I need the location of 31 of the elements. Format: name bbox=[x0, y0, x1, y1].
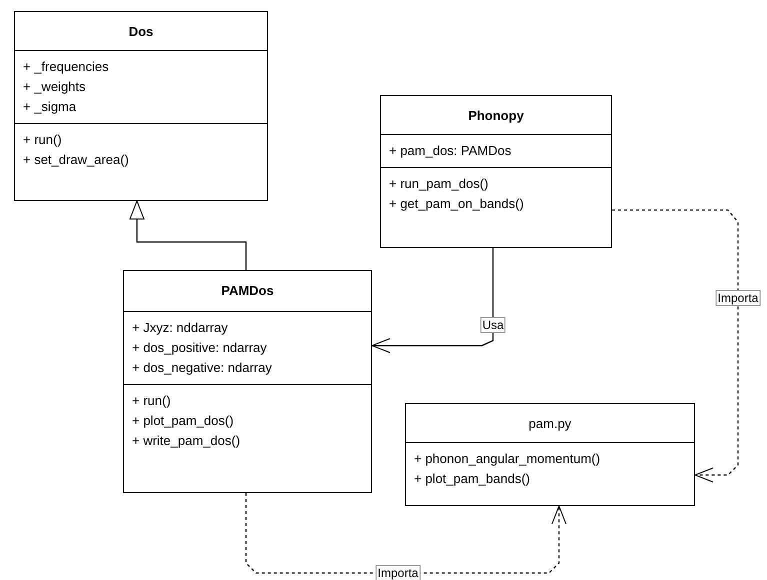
method-text: + run() bbox=[23, 131, 63, 149]
edge-label: Importa bbox=[376, 565, 420, 580]
attribute-text: + _weights bbox=[23, 78, 87, 96]
attribute-text: + _frequencies bbox=[23, 58, 110, 76]
attribute-text: + dos_positive: ndarray bbox=[132, 339, 268, 357]
class-box bbox=[123, 270, 372, 493]
edge-label: Importa bbox=[716, 290, 760, 306]
method-text: + write_pam_dos() bbox=[132, 432, 242, 450]
attribute-text: + dos_negative: ndarray bbox=[132, 359, 273, 377]
attribute-text: + Jxyz: nddarray bbox=[132, 319, 229, 337]
inheritance-arrow bbox=[129, 200, 247, 270]
method-text: + phonon_angular_momentum() bbox=[414, 450, 602, 468]
class-box bbox=[380, 95, 612, 248]
dependency-arrow bbox=[245, 493, 566, 574]
attribute-text: + _sigma bbox=[23, 98, 78, 116]
method-text: + run() bbox=[132, 392, 172, 410]
class-name: pam.py bbox=[528, 415, 572, 433]
class-box bbox=[405, 403, 695, 506]
attribute-text: + pam_dos: PAMDos bbox=[389, 142, 512, 160]
class-name: Dos bbox=[128, 23, 154, 41]
method-text: + get_pam_on_bands() bbox=[389, 195, 525, 213]
method-text: + plot_pam_dos() bbox=[132, 412, 235, 430]
method-text: + set_draw_area() bbox=[23, 151, 130, 169]
dependency-arrow bbox=[612, 209, 739, 482]
method-text: + run_pam_dos() bbox=[389, 175, 490, 193]
edge-label: Usa bbox=[480, 317, 506, 333]
method-text: + plot_pam_bands() bbox=[414, 470, 531, 488]
class-name: Phonopy bbox=[467, 107, 525, 125]
class-box bbox=[14, 11, 268, 201]
association-arrow bbox=[372, 248, 494, 354]
class-name: PAMDos bbox=[220, 282, 275, 300]
